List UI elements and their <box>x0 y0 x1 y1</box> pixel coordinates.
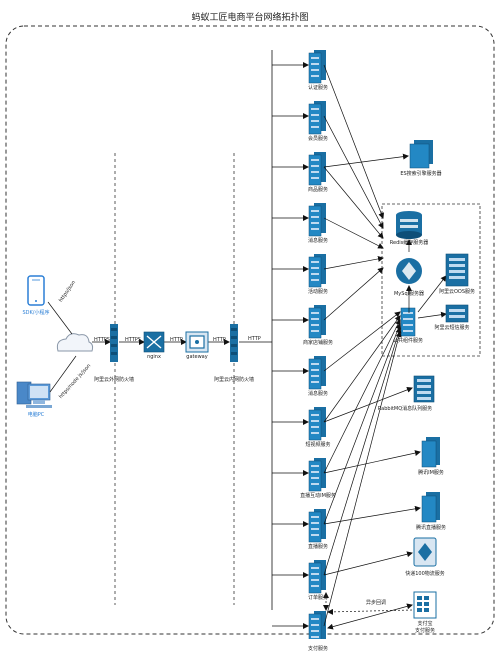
service-node-icon <box>308 356 326 390</box>
pc-label: 电脑PC <box>27 412 45 418</box>
outer-boundary <box>5 25 495 635</box>
es-server-icon <box>409 140 433 169</box>
service-edge <box>323 255 384 270</box>
service-edge <box>323 315 401 423</box>
service-label: 认证服务 <box>307 85 329 91</box>
inner-firewall-label: 阿里云内网防火墙 <box>213 377 255 383</box>
mysql-icon <box>396 258 422 284</box>
service-node-icon <box>308 203 326 237</box>
https-label-2: HTTPS <box>125 337 141 343</box>
edge-common-sms <box>417 311 447 319</box>
async-callback-label: 异步回调 <box>365 600 387 606</box>
tencent-im-icon <box>421 437 440 468</box>
tencent-live-label: 腾讯直播服务 <box>415 525 447 531</box>
http-label-1: HTTP <box>170 337 183 343</box>
service-edge <box>323 327 402 576</box>
sdk-label: SDK/小程序 <box>22 310 50 316</box>
service-label: 消息服务 <box>307 391 329 397</box>
service-label: 短视频服务 <box>305 442 331 448</box>
phone-icon <box>27 275 45 306</box>
service-label: 消息服务 <box>307 238 329 244</box>
kuaidi100-label: 快递100物流服务 <box>405 571 445 577</box>
service-node-icon <box>308 509 326 543</box>
gateway-icon <box>185 331 209 353</box>
pc-link <box>49 355 77 393</box>
edge-tencent-im <box>323 450 421 474</box>
oos-label: 阿里云OOS服务 <box>438 289 476 295</box>
http-label-3: HTTP <box>248 336 261 342</box>
edge-product-es <box>323 153 409 168</box>
diagram-title: 蚂蚁工匠电商平台网络拓扑图 <box>191 13 309 23</box>
outer-firewall-icon <box>110 324 118 362</box>
service-node-icon <box>308 152 326 186</box>
alipay-label-line1: 支付宝 <box>417 621 433 627</box>
edge-common-oos <box>417 275 447 313</box>
service-label: 活动服务 <box>307 289 329 295</box>
tencent-im-label: 腾讯IM服务 <box>418 470 444 476</box>
service-edge <box>323 267 384 321</box>
service-node-icon <box>308 101 326 135</box>
edge-kuaidi100 <box>323 551 413 576</box>
nginx-icon <box>143 331 165 353</box>
service-node-icon <box>308 305 326 339</box>
es-label: ES搜索引擎服务器 <box>400 171 442 177</box>
service-edge <box>323 331 402 627</box>
edge-tencent-live <box>323 505 421 525</box>
redis-icon <box>396 211 422 239</box>
service-node-icon <box>308 50 326 84</box>
service-label: 商品服务 <box>307 187 329 193</box>
https-label-1: HTTPS <box>94 337 110 343</box>
service-edge <box>323 319 401 474</box>
pc-icon <box>16 381 52 408</box>
service-edge <box>323 64 385 219</box>
edge-alipay <box>327 603 413 630</box>
sms-server-icon <box>445 304 469 323</box>
service-label: 订单服务 <box>307 595 329 601</box>
service-node-icon <box>308 458 326 492</box>
service-label: 直播互动IM服务 <box>300 493 336 499</box>
service-node-icon <box>308 611 326 639</box>
service-node-icon <box>308 254 326 288</box>
gateway-label: gateway <box>186 354 208 360</box>
service-label: 会员服务 <box>307 136 329 142</box>
redis-label: Redis缓存服务器 <box>389 240 429 246</box>
oos-server-icon <box>445 253 469 287</box>
sdk-link <box>47 301 73 335</box>
service-edge <box>323 115 384 229</box>
service-edge <box>323 166 384 239</box>
kuaidi100-icon <box>413 537 437 567</box>
nginx-label: nginx <box>147 354 161 360</box>
outer-firewall-label: 阿里云外网防火墙 <box>93 377 135 383</box>
service-node-icon <box>308 560 326 594</box>
service-label: 直播服务 <box>307 544 329 550</box>
service-label: 商家店铺服务 <box>302 340 334 346</box>
http-label-2: HTTP <box>213 337 226 343</box>
inner-firewall-icon <box>230 324 238 362</box>
cloud-icon <box>56 333 94 352</box>
mysql-label: MySql服务器 <box>393 291 425 297</box>
edge-rabbitmq <box>323 387 413 423</box>
sms-label: 阿里云短信服务 <box>434 325 470 331</box>
rabbitmq-label: RabbitMQ消息队列服务 <box>377 406 433 412</box>
alipay-icon <box>413 591 437 619</box>
alipay-label-line2: 支付服务 <box>414 628 436 634</box>
service-label: 支付服务 <box>307 646 329 652</box>
service-edge <box>323 323 402 525</box>
tencent-live-icon <box>421 492 440 523</box>
edge-async-callback <box>327 608 413 615</box>
service-edge <box>323 217 384 249</box>
service-edge <box>323 311 401 372</box>
service-node-icon <box>308 407 326 441</box>
common-label: 公共组件服务 <box>392 338 424 344</box>
common-component-icon <box>400 307 416 337</box>
rabbitmq-icon <box>413 375 435 403</box>
